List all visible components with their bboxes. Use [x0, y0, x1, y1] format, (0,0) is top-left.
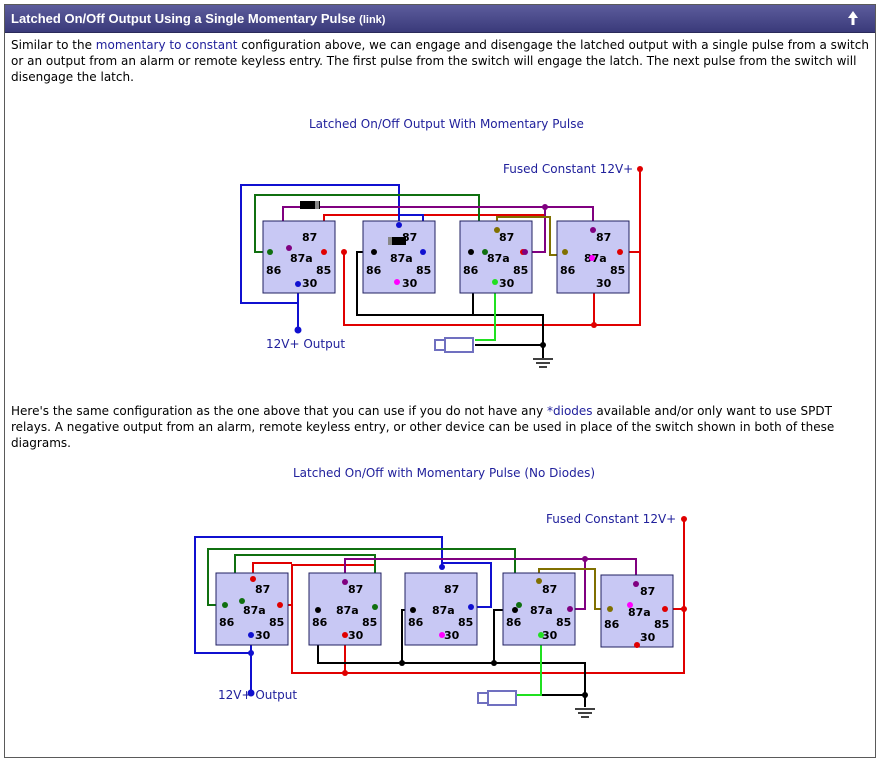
svg-text:86: 86	[560, 264, 576, 277]
svg-text:87a: 87a	[487, 252, 510, 265]
svg-text:87a: 87a	[530, 604, 553, 617]
svg-text:87: 87	[640, 585, 655, 598]
svg-text:86: 86	[366, 264, 382, 277]
svg-text:87: 87	[542, 583, 557, 596]
svg-text:85: 85	[458, 616, 473, 629]
wire-lime-a	[517, 635, 542, 696]
power-label-2: Fused Constant 12V+	[546, 512, 676, 526]
diode-icon	[388, 237, 406, 245]
svg-text:85: 85	[316, 264, 331, 277]
svg-text:86: 86	[408, 616, 424, 629]
diodes-link[interactable]: *diodes	[547, 404, 593, 418]
svg-text:86: 86	[506, 616, 522, 629]
content-panel: Latched On/Off Output Using a Single Mom…	[4, 4, 876, 758]
section-title: Latched On/Off Output Using a Single Mom…	[11, 11, 386, 26]
svg-text:87: 87	[255, 583, 270, 596]
svg-text:30: 30	[444, 629, 460, 642]
wiring-diagram-2: 87 87a 86 85 30 87 87a 86 85 30 87 87a 8…	[194, 512, 687, 718]
svg-text:87: 87	[348, 583, 363, 596]
power-label-1: Fused Constant 12V+	[503, 162, 633, 176]
svg-text:30: 30	[402, 277, 418, 290]
momentary-to-constant-link[interactable]: momentary to constant	[95, 38, 238, 52]
second-paragraph: Here's the same configuration as the one…	[11, 404, 835, 450]
relay-5: 87 87a 86 85 30	[215, 572, 289, 646]
section-title-link[interactable]: (link)	[359, 14, 386, 26]
svg-text:87a: 87a	[290, 252, 313, 265]
section-header: Latched On/Off Output Using a Single Mom…	[5, 5, 875, 33]
relay-1: 87 87a 86 85 30	[262, 220, 336, 294]
svg-text:87: 87	[302, 231, 317, 244]
svg-text:86: 86	[312, 616, 328, 629]
svg-text:85: 85	[513, 264, 528, 277]
diode-icon	[300, 201, 320, 209]
wire-power-red	[594, 169, 641, 326]
svg-text:30: 30	[640, 631, 656, 644]
intro-paragraph: Similar to the momentary to constant con…	[11, 38, 869, 84]
svg-text:86: 86	[463, 264, 479, 277]
svg-text:30: 30	[302, 277, 318, 290]
svg-text:87a: 87a	[243, 604, 266, 617]
svg-text:85: 85	[269, 616, 284, 629]
svg-text:30: 30	[348, 629, 364, 642]
svg-text:87a: 87a	[584, 252, 607, 265]
svg-text:85: 85	[610, 264, 625, 277]
svg-text:87a: 87a	[390, 252, 413, 265]
diagram1-caption: Latched On/Off Output With Momentary Pul…	[309, 117, 584, 131]
junction-dots	[267, 166, 643, 348]
junction-dots	[222, 516, 687, 698]
svg-text:86: 86	[266, 264, 282, 277]
svg-text:87: 87	[596, 231, 611, 244]
ground-icon	[533, 358, 553, 368]
svg-text:30: 30	[596, 277, 612, 290]
svg-text:86: 86	[604, 618, 620, 631]
relay-9: 87 87a 86 85 30	[600, 574, 674, 648]
switch-icon	[434, 337, 474, 353]
wire-blue-c	[442, 562, 492, 608]
diagram2-caption: Latched On/Off with Momentary Pulse (No …	[293, 466, 596, 480]
switch-icon	[477, 690, 517, 706]
svg-text:87a: 87a	[628, 606, 651, 619]
svg-text:85: 85	[362, 616, 377, 629]
svg-text:30: 30	[255, 629, 271, 642]
svg-text:86: 86	[219, 616, 235, 629]
wiring-diagram-1: 87 87a 86 85 30 87 87a 86 85 30 87 87a 8…	[240, 162, 643, 368]
ground-icon	[575, 708, 595, 718]
svg-text:87a: 87a	[432, 604, 455, 617]
svg-text:85: 85	[654, 618, 669, 631]
svg-text:30: 30	[499, 277, 515, 290]
svg-text:87a: 87a	[336, 604, 359, 617]
wire-red-c	[291, 564, 375, 605]
wire-lime-a	[475, 282, 496, 341]
svg-text:87: 87	[499, 231, 514, 244]
output-label-2: 12V+ Output	[218, 688, 297, 702]
svg-text:85: 85	[416, 264, 431, 277]
output-label-1: 12V+ Output	[266, 337, 345, 351]
svg-text:30: 30	[542, 629, 558, 642]
up-arrow-icon[interactable]	[845, 9, 861, 27]
wire-black-c	[494, 662, 586, 707]
wire-red-a	[343, 252, 594, 326]
svg-text:85: 85	[556, 616, 571, 629]
svg-text:87: 87	[444, 583, 459, 596]
